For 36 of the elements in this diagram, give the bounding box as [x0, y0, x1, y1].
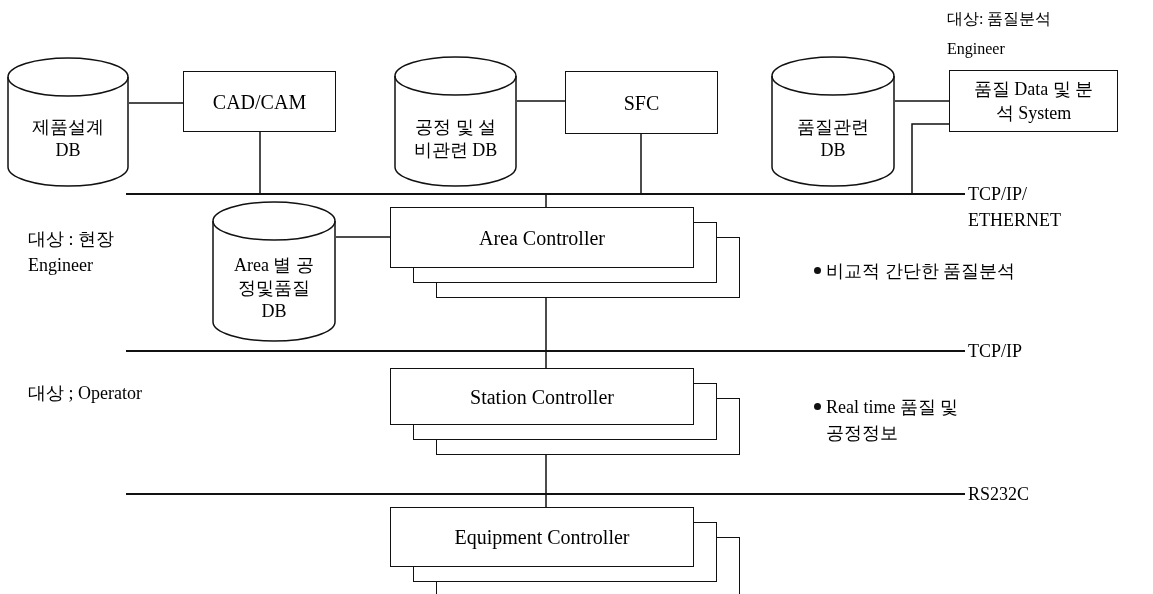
network-label: RS232C	[968, 483, 1031, 506]
annotation-text: 대상: 품질분석 Engineer	[947, 9, 1053, 60]
connector-line	[545, 454, 547, 494]
node-label: Equipment Controller	[454, 525, 630, 551]
network-label: TCP/IP	[968, 340, 1024, 363]
node-label: Station Controller	[470, 384, 614, 410]
node-label: CAD/CAM	[212, 89, 307, 115]
connector-line	[259, 131, 261, 194]
label-text: 대상 : 현장 Engineer	[28, 228, 115, 277]
connector-line	[545, 194, 547, 208]
connector-line	[894, 100, 950, 102]
node-label: SFC	[623, 90, 660, 116]
node-label: 품질 Data 및 분석 System	[972, 78, 1095, 125]
connector-line	[545, 494, 547, 508]
node-label: 품질관련 DB	[796, 115, 870, 162]
connector-line	[911, 123, 950, 194]
network-bus-line	[126, 493, 965, 495]
node-label: 공정 및 설비관련 DB	[412, 115, 499, 162]
connector-line	[640, 133, 642, 194]
label-text: Real time 품질 및 공정정보	[826, 396, 960, 445]
label-text: 비교적 간단한 품질분석	[826, 260, 1016, 283]
connector-line	[545, 351, 547, 369]
network-bus-line	[126, 350, 965, 352]
node-label: Area 별 공정및품질 DB	[233, 254, 315, 323]
network-bus-line	[126, 193, 965, 195]
node-label: Area Controller	[478, 225, 606, 251]
connector-line	[128, 102, 184, 104]
label-text: 대상 ; Operator	[28, 382, 143, 405]
connector-line	[335, 236, 391, 238]
connector-line	[545, 297, 547, 351]
node-label: 제품설계 DB	[31, 116, 105, 162]
process-box	[949, 70, 1118, 132]
process-box	[183, 71, 336, 132]
network-label: TCP/IP/ ETHERNET	[968, 183, 1062, 232]
process-box	[565, 71, 718, 134]
connector-line	[516, 100, 566, 102]
